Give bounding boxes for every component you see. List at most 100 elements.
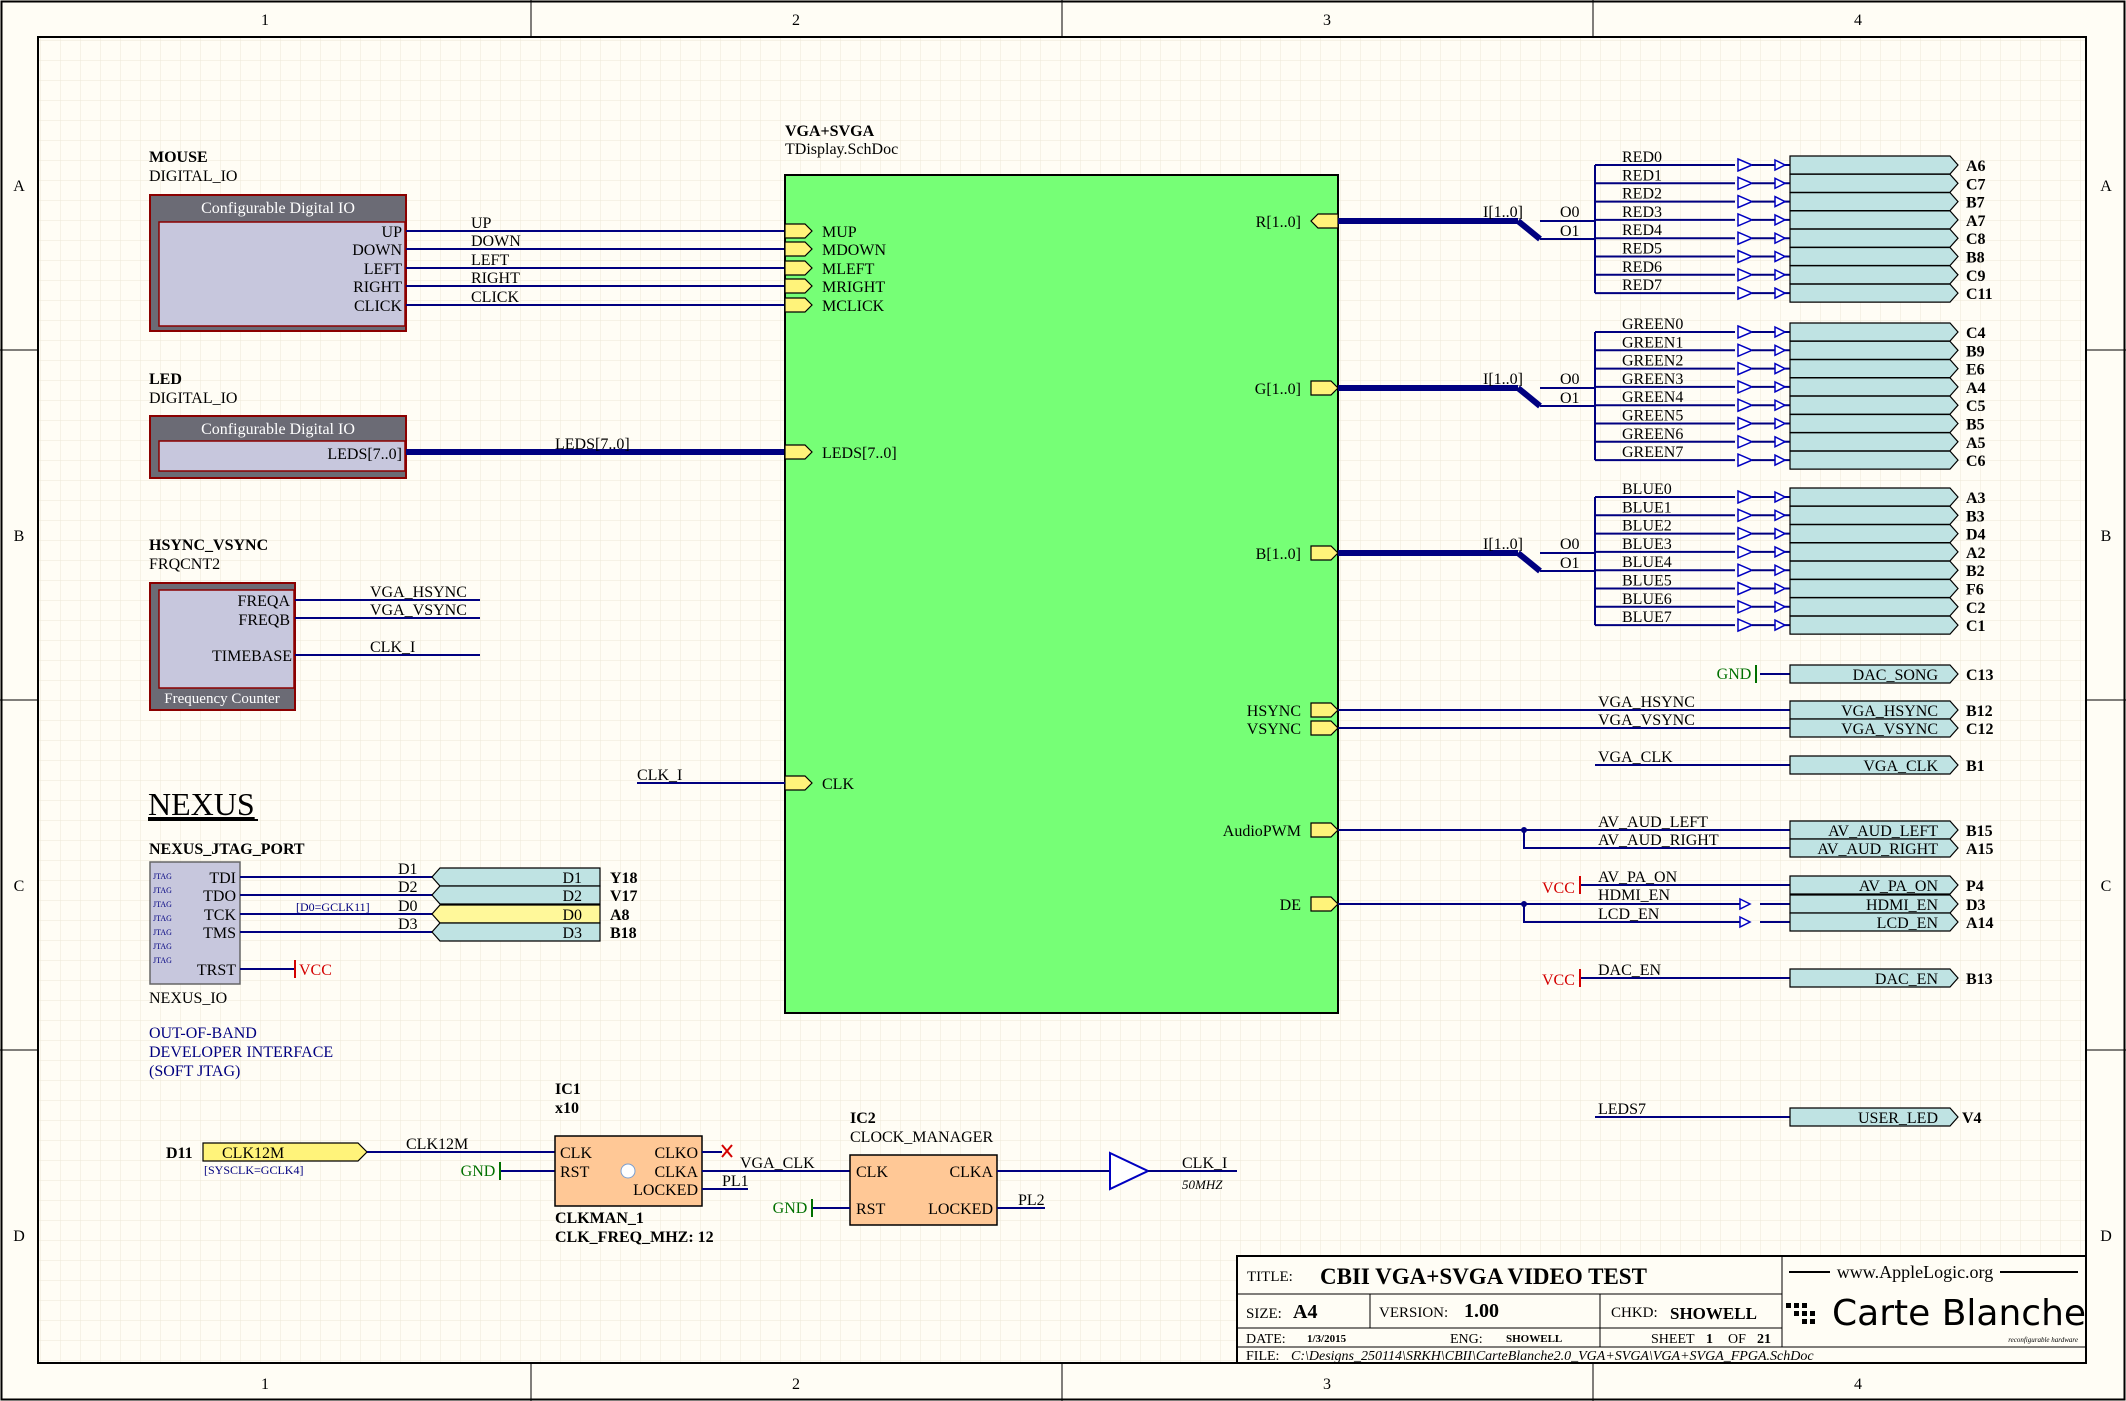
ic2-pin-clka: CLKA <box>949 1164 993 1181</box>
led-title: Configurable Digital IO <box>201 421 355 438</box>
wire-segment <box>1774 398 1787 412</box>
led-component[interactable]: LED DIGITAL_IO Configurable Digital IO L… <box>149 371 407 479</box>
red-input-buffer-icon <box>1737 176 1754 191</box>
green-input-buffer-icon <box>1737 379 1754 395</box>
wire-segment <box>1789 755 1959 775</box>
border-col-top-1: 1 <box>261 12 269 29</box>
blue-net-6: BLUE6 <box>1622 591 1672 608</box>
wire-segment <box>1774 380 1787 394</box>
green-net-0: GREEN0 <box>1622 316 1683 333</box>
net-dac-en: DAC_EN <box>1598 962 1662 979</box>
green-net-6: GREEN6 <box>1622 426 1683 443</box>
net-up: UP <box>471 215 492 232</box>
nexus-comment: NEXUS_IO <box>149 990 227 1007</box>
clock-buffer-icon <box>1109 1151 1151 1191</box>
mouse-designator: MOUSE <box>149 149 208 166</box>
green-input-buffer-icon <box>1737 416 1754 431</box>
mouse-pin-left: LEFT <box>364 261 402 278</box>
nexus-desc-2: DEVELOPER INTERFACE <box>149 1044 333 1061</box>
wire-segment <box>1789 377 1959 397</box>
wire-segment <box>1789 228 1959 248</box>
nexus-gclk-note: [D0=GCLK11] <box>296 900 370 914</box>
wire-segment <box>1789 359 1959 379</box>
ic2-pin-locked: LOCKED <box>928 1201 993 1218</box>
wire-segment <box>1789 265 1959 285</box>
wire-segment <box>1789 1107 1959 1127</box>
green-net-1: GREEN1 <box>1622 334 1683 351</box>
jtag-label-1: JTAG <box>153 872 172 881</box>
port-dac-en: DAC_EN <box>1875 971 1939 988</box>
border-col-bottom-3: 3 <box>1323 1376 1331 1393</box>
net-av-aud-left: AV_AUD_LEFT <box>1598 814 1708 831</box>
blue-net-3: BLUE3 <box>1622 536 1672 553</box>
net-hdmi-en: HDMI_EN <box>1598 887 1670 904</box>
border-col-bottom-1: 1 <box>261 1376 269 1393</box>
wire-segment <box>1789 210 1959 230</box>
freq-title: Frequency Counter <box>164 691 279 707</box>
sheet-port-mdown: MDOWN <box>822 242 886 259</box>
green-pin-5: B5 <box>1966 417 1985 434</box>
wire-segment <box>1789 820 1959 840</box>
version-value: 1.00 <box>1464 1300 1499 1322</box>
wire-segment <box>1789 894 1959 914</box>
wire-segment <box>1774 509 1787 522</box>
led-pin-leds: LEDS[7..0] <box>327 446 402 463</box>
file-label: FILE: <box>1246 1349 1279 1364</box>
freq-pin-timebase: TIMEBASE <box>212 648 292 665</box>
eng-value: SHOWELL <box>1506 1333 1562 1345</box>
red-input-buffer-icon <box>1737 231 1754 246</box>
ic1-pin-clka: CLKA <box>654 1164 698 1181</box>
logo-brand: Carte Blanche <box>1832 1293 2086 1334</box>
green-pin-7: C6 <box>1966 453 1986 470</box>
frequency-counter-component[interactable]: HSYNC_VSYNC FRQCNT2 Frequency Counter FR… <box>149 537 296 711</box>
net-freq-vsync: VGA_VSYNC <box>370 602 467 619</box>
red-pin-5: B8 <box>1966 250 1985 267</box>
ic1-pin-clk: CLK <box>560 1145 592 1162</box>
green-o1: O1 <box>1560 390 1580 407</box>
wire-segment <box>1789 838 1959 858</box>
net-av-pa-on: AV_PA_ON <box>1598 869 1678 886</box>
port-vga-hsync: VGA_HSYNC <box>1841 703 1938 720</box>
mouse-pin-click: CLICK <box>354 298 402 315</box>
ic2-clock-manager[interactable]: IC2 CLOCK_MANAGER CLK RST CLKA LOCKED <box>849 1110 998 1226</box>
green-input-buffer-icon <box>1737 398 1754 413</box>
green-net-3: GREEN3 <box>1622 371 1683 388</box>
port-d1: D1 <box>562 870 582 887</box>
wire-segment <box>1774 344 1787 357</box>
mouse-pin-down: DOWN <box>352 242 402 259</box>
ic2-comment: CLOCK_MANAGER <box>850 1129 993 1146</box>
blue-net-4: BLUE4 <box>1622 554 1672 571</box>
border-col-bottom-2: 2 <box>792 1376 800 1393</box>
nexus-pin-tdi: TDI <box>209 870 236 887</box>
wire-segment <box>1789 246 1959 267</box>
blue-net-1: BLUE1 <box>1622 499 1672 516</box>
net-blue-bus: I[1..0] <box>1483 536 1523 553</box>
vga-sheet-symbol[interactable]: VGA+SVGA TDisplay.SchDoc MUP MDOWN MLEFT… <box>784 123 1339 1014</box>
clk12m-port <box>202 1142 368 1162</box>
red-net-3: RED3 <box>1622 204 1662 221</box>
wire-segment <box>1540 387 1595 407</box>
wire-segment <box>1789 542 1959 562</box>
border-col-top-3: 3 <box>1323 12 1331 29</box>
red-net-6: RED6 <box>1622 259 1662 276</box>
blue-o1: O1 <box>1560 555 1580 572</box>
nexus-jtag-component[interactable]: NEXUS_JTAG_PORT JTAG JTAG JTAG JTAG JTAG… <box>149 841 305 1007</box>
blue-pin-7: C1 <box>1966 618 1986 635</box>
border-row-left-a: A <box>13 178 25 195</box>
wire-segment <box>1789 912 1959 932</box>
sheet-port-mclick: MCLICK <box>822 298 885 315</box>
green-pin-6: A5 <box>1966 435 1986 452</box>
border-row-left-d: D <box>13 1228 25 1245</box>
blue-net-0: BLUE0 <box>1622 481 1672 498</box>
sheet-port-vsync: VSYNC <box>1247 721 1301 738</box>
logo-site: www.AppleLogic.org <box>1837 1262 1993 1282</box>
size-value: A4 <box>1293 1301 1317 1323</box>
mouse-comment: DIGITAL_IO <box>149 168 237 185</box>
net-pl1: PL1 <box>722 1173 749 1190</box>
title-label: TITLE: <box>1247 1269 1293 1285</box>
red-pin-0: A6 <box>1966 158 1986 175</box>
mouse-component[interactable]: MOUSE DIGITAL_IO Configurable Digital IO… <box>149 149 407 332</box>
red-net-1: RED1 <box>1622 167 1662 184</box>
blue-input-buffer-icon <box>1737 526 1754 541</box>
ic1-clkman[interactable]: IC1 x10 CLK RST CLKO CLKA LOCKED CLKMAN_… <box>554 1081 714 1246</box>
